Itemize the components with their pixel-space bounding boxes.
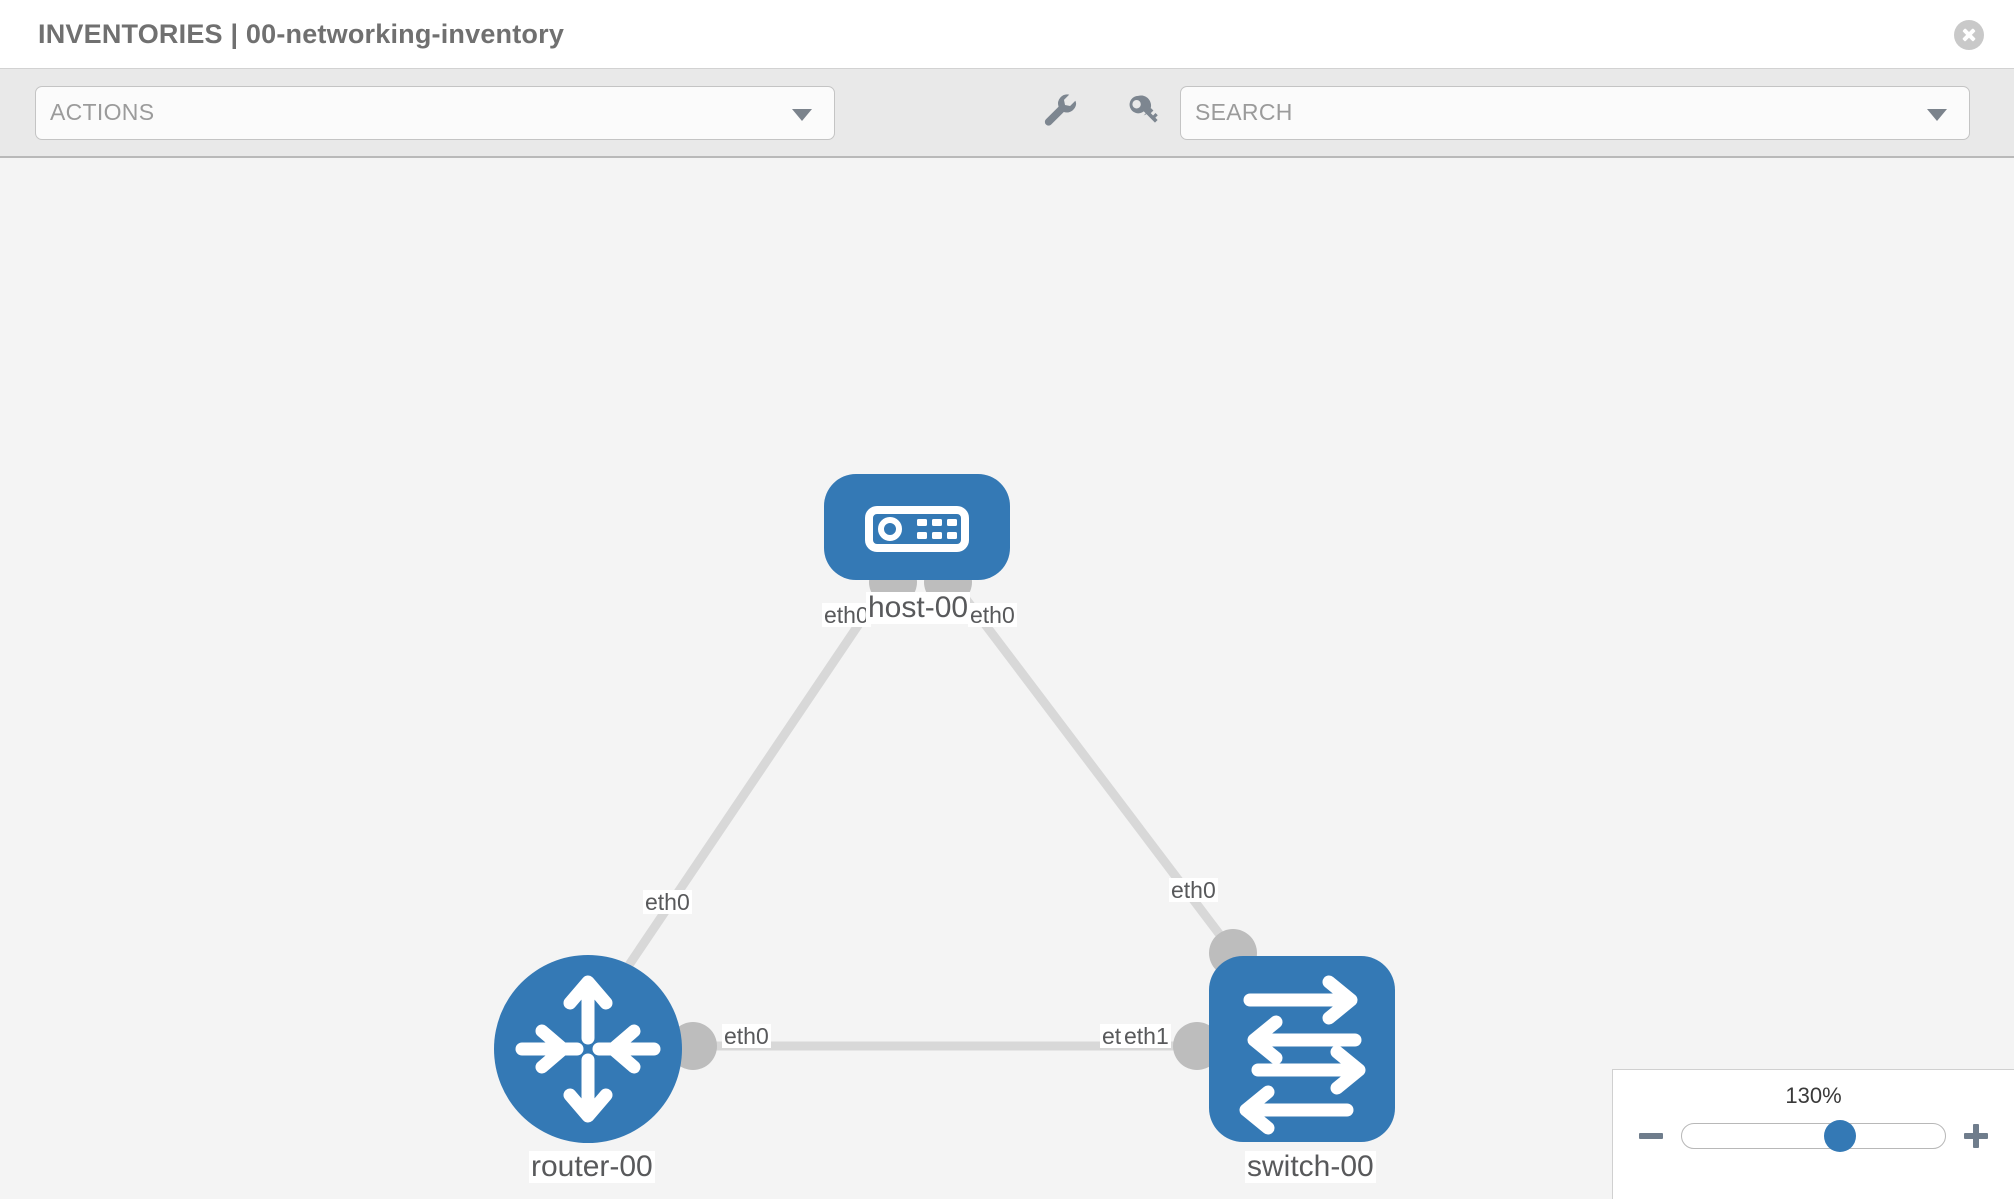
node-router-00[interactable]: [494, 955, 682, 1143]
chevron-down-icon: [1927, 108, 1947, 121]
actions-dropdown[interactable]: ACTIONS: [35, 85, 835, 140]
server-device-icon: [865, 506, 969, 552]
interface-label-switch-up: eth0: [1169, 877, 1218, 903]
actions-dropdown-label: ACTIONS: [50, 99, 155, 125]
zoom-slider-thumb[interactable]: [1823, 1120, 1856, 1152]
topology-graph: [494, 474, 1395, 1143]
node-label-host-00: host-00: [866, 591, 971, 624]
router-arrows-icon: [515, 975, 661, 1123]
node-label-router-00: router-00: [529, 1150, 655, 1183]
interface-label-switch-left-b: eth1: [1122, 1023, 1171, 1049]
topology-canvas[interactable]: eth0 host-00 eth0 eth0 eth0 eth0 eth0 et…: [0, 158, 2014, 1199]
interface-label-host-right: eth0: [968, 602, 1017, 628]
topology-connectors: [669, 558, 1257, 1070]
topology-links: [596, 575, 1249, 1051]
search-placeholder: SEARCH: [1195, 99, 1293, 125]
toolbar: ACTIONS SEARCH: [0, 68, 2014, 158]
plus-icon[interactable]: [1964, 1124, 1988, 1148]
interface-label-router-right: eth0: [722, 1023, 771, 1049]
zoom-control: 130%: [1612, 1069, 2014, 1199]
link-host-router[interactable]: [596, 575, 894, 1011]
interface-label-host-left: eth0: [822, 602, 871, 628]
zoom-percent-label: 130%: [1785, 1083, 1842, 1108]
node-switch-00[interactable]: [1209, 956, 1395, 1142]
switch-arrows-icon: [1239, 975, 1366, 1135]
page-title: INVENTORIES | 00-networking-inventory: [38, 18, 565, 49]
interface-label-router-up: eth0: [643, 889, 692, 915]
toolbar-icon-group: [1040, 92, 1166, 134]
key-icon[interactable]: [1124, 92, 1166, 134]
close-icon[interactable]: [1954, 20, 1984, 50]
page-header: INVENTORIES | 00-networking-inventory: [0, 0, 2014, 68]
minus-icon[interactable]: [1639, 1124, 1663, 1148]
link-host-switch[interactable]: [946, 575, 1249, 971]
node-host-00[interactable]: [824, 474, 1010, 580]
chevron-down-icon: [792, 108, 812, 121]
wrench-icon[interactable]: [1040, 92, 1082, 134]
zoom-slider[interactable]: [1681, 1120, 1946, 1152]
node-label-switch-00: switch-00: [1245, 1150, 1376, 1183]
search-input[interactable]: SEARCH: [1180, 85, 1970, 140]
